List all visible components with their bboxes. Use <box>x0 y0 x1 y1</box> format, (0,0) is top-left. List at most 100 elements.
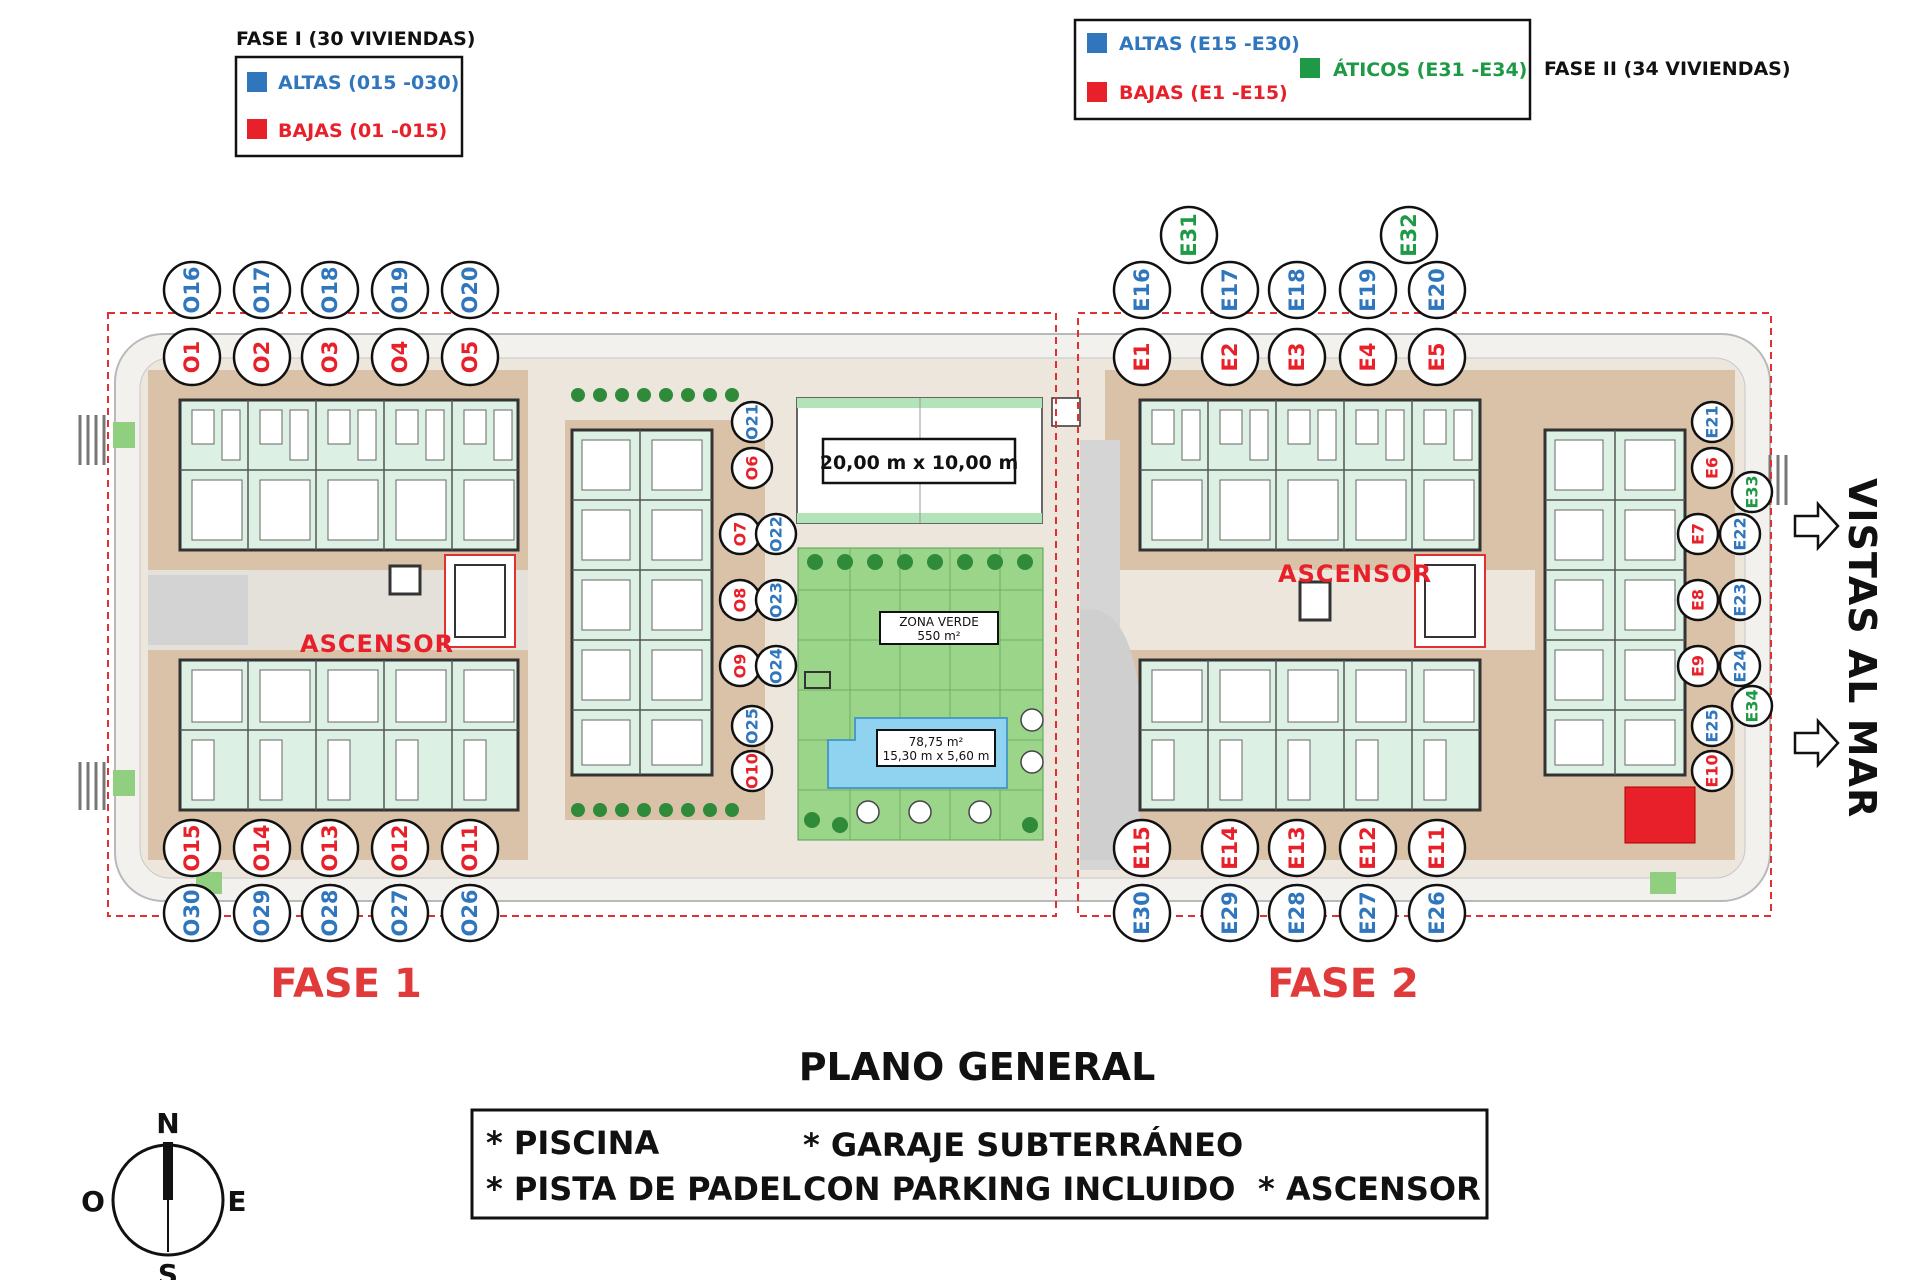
unit-marker-e29: E29 <box>1200 883 1260 943</box>
unit-marker-e23: E23 <box>1718 578 1762 622</box>
unit-marker-circle <box>232 818 292 878</box>
unit-marker-label: E16 <box>1130 268 1154 312</box>
padel-dimensions: 20,00 m x 10,00 m <box>820 452 1019 474</box>
legend-fase2-bajas: BAJAS (E1 -E15) <box>1119 82 1288 104</box>
unit-marker-label: E7 <box>1689 523 1708 545</box>
unit-marker-e34: E34 <box>1730 684 1774 728</box>
unit-marker-label: E20 <box>1425 268 1449 312</box>
unit-marker-label: E2 <box>1218 343 1242 372</box>
unit-marker-label: E3 <box>1285 343 1309 372</box>
unit-marker-circle <box>162 260 222 320</box>
unit-marker-label: O19 <box>388 266 412 313</box>
unit-marker-circle <box>1112 883 1172 943</box>
unit-marker-label: E28 <box>1285 891 1309 935</box>
unit-marker-label: O1 <box>180 341 204 373</box>
unit-marker-o18: O18 <box>300 260 360 320</box>
unit-marker-o22: O22 <box>754 512 798 556</box>
phase-boundaries <box>107 312 1772 917</box>
unit-marker-label: E22 <box>1731 517 1750 550</box>
unit-marker-label: E5 <box>1425 343 1449 372</box>
unit-marker-circle <box>1200 327 1260 387</box>
unit-marker-circle <box>1690 446 1734 490</box>
unit-marker-label: E11 <box>1425 826 1449 870</box>
compass-north: N <box>156 1107 179 1140</box>
unit-marker-circle <box>1718 512 1762 556</box>
unit-marker-label: O10 <box>743 753 762 789</box>
phase-label-fase1: FASE 1 <box>270 961 422 1007</box>
unit-marker-o11: O11 <box>440 818 500 878</box>
pool-dimensions: 15,30 m x 5,60 m <box>883 749 990 763</box>
unit-marker-circle <box>232 260 292 320</box>
unit-marker-e6: E6 <box>1690 446 1734 490</box>
unit-marker-o21: O21 <box>730 400 774 444</box>
unit-marker-label: E26 <box>1425 891 1449 935</box>
unit-marker-e27: E27 <box>1338 883 1398 943</box>
unit-marker-label: E25 <box>1703 709 1722 742</box>
unit-marker-circle <box>1676 644 1720 688</box>
unit-marker-label: O18 <box>318 266 342 313</box>
unit-marker-label: O16 <box>180 266 204 313</box>
unit-marker-o9: O9 <box>718 644 762 688</box>
unit-marker-o8: O8 <box>718 578 762 622</box>
unit-marker-label: E19 <box>1356 268 1380 312</box>
sea-arrow-icon <box>1793 500 1840 769</box>
unit-marker-o26: O26 <box>440 883 500 943</box>
unit-marker-circle <box>1718 578 1762 622</box>
amenity-ascensor: * ASCENSOR <box>1258 1170 1481 1208</box>
amenity-garaje: * GARAJE SUBTERRÁNEO <box>803 1126 1243 1164</box>
unit-marker-label: O9 <box>731 654 750 679</box>
unit-marker-label: E33 <box>1743 475 1762 508</box>
legend-fase2: ALTAS (E15 -E30) BAJAS (E1 -E15) ÁTICOS … <box>1073 18 1791 121</box>
unit-marker-circle <box>754 578 798 622</box>
unit-marker-e11: E11 <box>1407 818 1467 878</box>
unit-marker-label: O30 <box>180 889 204 936</box>
legend-fase1-heading: FASE I (30 VIVIENDAS) <box>236 28 475 50</box>
unit-marker-circle <box>162 818 222 878</box>
unit-marker-circle <box>1676 512 1720 556</box>
unit-marker-label: E29 <box>1218 891 1242 935</box>
unit-marker-circle <box>1379 205 1439 265</box>
unit-marker-circle <box>1730 684 1774 728</box>
legend-fase1-bajas: BAJAS (01 -015) <box>278 120 447 142</box>
unit-marker-e32: E32 <box>1379 205 1439 265</box>
unit-marker-e1: E1 <box>1112 327 1172 387</box>
unit-marker-label: E17 <box>1218 268 1242 312</box>
unit-marker-circle <box>232 327 292 387</box>
unit-marker-circle <box>300 883 360 943</box>
unit-marker-label: E34 <box>1743 689 1762 722</box>
unit-marker-label: E14 <box>1218 826 1242 870</box>
unit-marker-circle <box>1407 327 1467 387</box>
unit-marker-circle <box>754 512 798 556</box>
unit-marker-label: O3 <box>318 341 342 373</box>
unit-marker-circle <box>1200 260 1260 320</box>
unit-marker-circle <box>1407 818 1467 878</box>
unit-marker-label: E18 <box>1285 268 1309 312</box>
unit-marker-circle <box>1690 704 1734 748</box>
unit-marker-o27: O27 <box>370 883 430 943</box>
unit-marker-circle <box>370 327 430 387</box>
unit-marker-o1: O1 <box>162 327 222 387</box>
zona-verde-label: ZONA VERDE <box>899 615 979 629</box>
unit-marker-o4: O4 <box>370 327 430 387</box>
unit-marker-circle <box>1112 818 1172 878</box>
unit-marker-e24: E24 <box>1718 644 1762 688</box>
unit-marker-circle <box>1200 818 1260 878</box>
unit-marker-o19: O19 <box>370 260 430 320</box>
amenity-piscina: * PISCINA <box>486 1124 659 1162</box>
unit-marker-label: E13 <box>1285 826 1309 870</box>
unit-marker-circle <box>370 883 430 943</box>
legend-bajas-swatch <box>247 119 267 139</box>
zona-verde <box>797 547 1044 841</box>
unit-marker-label: E15 <box>1130 826 1154 870</box>
unit-marker-circle <box>1267 883 1327 943</box>
unit-marker-e3: E3 <box>1267 327 1327 387</box>
ascensor-label-fase1: ASCENSOR <box>300 630 454 658</box>
unit-marker-label: O26 <box>458 889 482 936</box>
unit-marker-circle <box>1338 260 1398 320</box>
common-area: 20,00 m x 10,00 m ZONA VERDE 550 m² 78,7… <box>571 388 1081 841</box>
unit-marker-o5: O5 <box>440 327 500 387</box>
unit-marker-e19: E19 <box>1338 260 1398 320</box>
unit-marker-o3: O3 <box>300 327 360 387</box>
unit-marker-circle <box>440 818 500 878</box>
unit-marker-circle <box>730 446 774 490</box>
